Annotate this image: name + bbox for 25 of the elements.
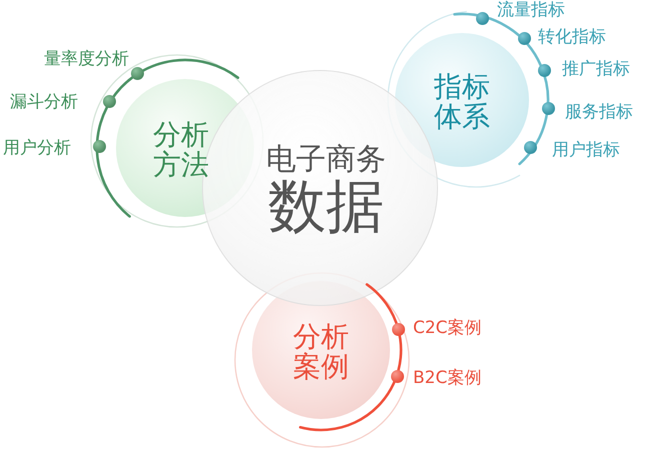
item-label: 推广指标: [562, 58, 630, 80]
marker-dot: [538, 64, 550, 76]
item-label: 服务指标: [565, 102, 633, 122]
item-label: 量率度分析: [44, 48, 129, 70]
item-label: 用户指标: [552, 140, 620, 160]
marker-dot: [92, 140, 106, 152]
title: 数据: [268, 177, 384, 235]
circle-label: 指标体系: [432, 72, 491, 132]
item-label: 用户分析: [3, 138, 71, 158]
marker-dot: [518, 32, 530, 44]
marker-dot: [130, 66, 144, 80]
circle-label: 分析方法: [152, 120, 210, 180]
heading: 电子商务: [266, 144, 386, 174]
marker-dot: [390, 370, 404, 382]
item-label: 漏斗分析: [10, 92, 78, 112]
marker-dot: [392, 322, 404, 336]
item-label: C2C案例: [413, 318, 482, 338]
item-label: 转化指标: [538, 26, 606, 48]
marker-dot: [476, 12, 488, 24]
marker-dot: [524, 140, 536, 154]
item-label: B2C案例: [413, 368, 482, 388]
item-label: 流量指标: [497, 0, 565, 20]
marker-dot: [102, 94, 116, 108]
marker-dot: [542, 102, 554, 114]
circle-label: 分析案例: [292, 322, 350, 382]
